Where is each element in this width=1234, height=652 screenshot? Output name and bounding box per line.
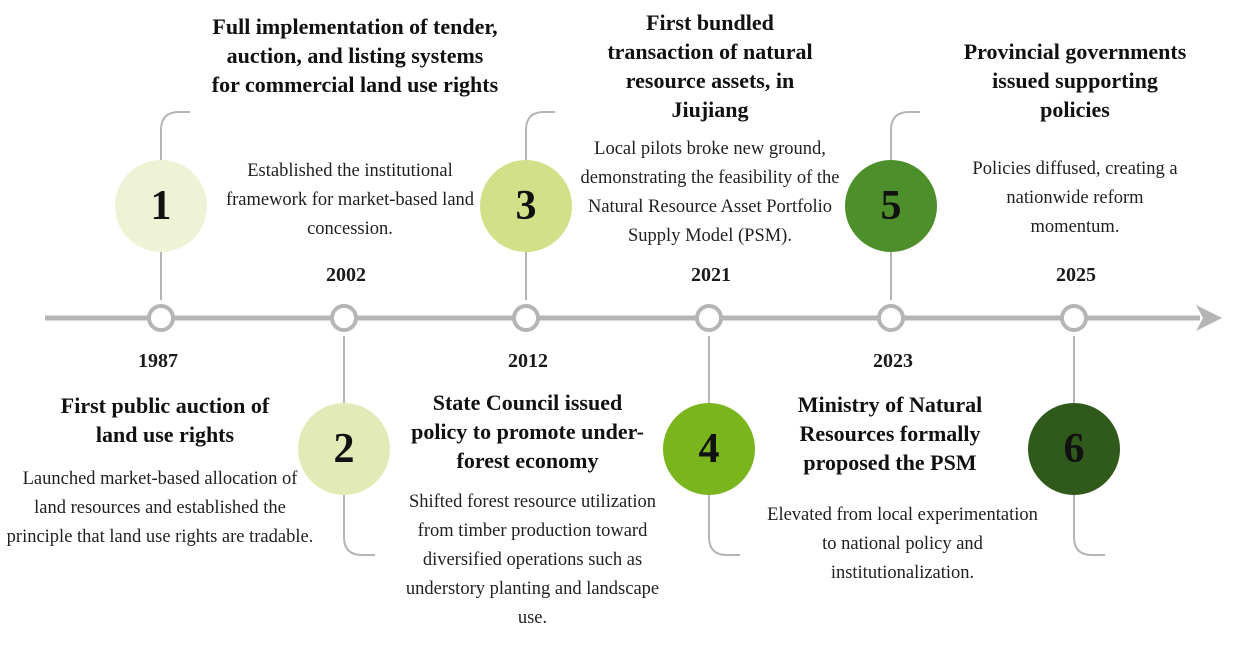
event-title-1: First public auction of land use rights — [60, 393, 270, 447]
event-number-badge-6: 6 — [1028, 403, 1120, 495]
event-title-2: Full implementation of tender, auction, … — [211, 14, 499, 97]
event-description-1: Launched market-based allocation of land… — [6, 469, 314, 547]
event-number-badge-4: 4 — [663, 403, 755, 495]
event-description-5: Elevated from local experimentation to n… — [767, 505, 1038, 583]
event-number-badge-3: 3 — [480, 160, 572, 252]
event-number-badge-5: 5 — [845, 160, 937, 252]
timeline-arrowhead — [1196, 305, 1222, 331]
event-description-4: Local pilots broke new ground, demonstra… — [580, 139, 840, 246]
event-title-4: First bundled transaction of natural res… — [607, 10, 813, 122]
event-year-1: 1987 — [138, 350, 178, 372]
timeline-node-5 — [877, 304, 905, 332]
event-description-3: Shifted forest resource utilization from… — [405, 492, 660, 628]
event-year-2: 2002 — [326, 264, 366, 286]
event-number-badge-1: 1 — [115, 160, 207, 252]
event-title-6: Provincial governments issued supporting… — [963, 39, 1187, 122]
connector-3 — [525, 111, 555, 300]
event-description-6: Policies diffused, creating a nationwide… — [972, 159, 1178, 237]
event-year-6: 2025 — [1056, 264, 1096, 286]
event-year-4: 2021 — [691, 264, 731, 286]
connector-1 — [160, 111, 190, 300]
event-title-5: Ministry of Natural Resources formally p… — [797, 392, 983, 475]
timeline-node-1 — [147, 304, 175, 332]
event-number-badge-2: 2 — [298, 403, 390, 495]
connector-2 — [343, 336, 375, 556]
timeline-node-2 — [330, 304, 358, 332]
timeline-node-6 — [1060, 304, 1088, 332]
event-year-3: 2012 — [508, 350, 548, 372]
timeline-node-3 — [512, 304, 540, 332]
connector-4 — [708, 336, 740, 556]
timeline-node-4 — [695, 304, 723, 332]
event-title-3: State Council issued policy to promote u… — [411, 390, 644, 473]
event-year-5: 2023 — [873, 350, 913, 372]
connector-5 — [890, 111, 920, 300]
connector-6 — [1073, 336, 1105, 556]
event-description-2: Established the institutional framework … — [225, 161, 475, 239]
